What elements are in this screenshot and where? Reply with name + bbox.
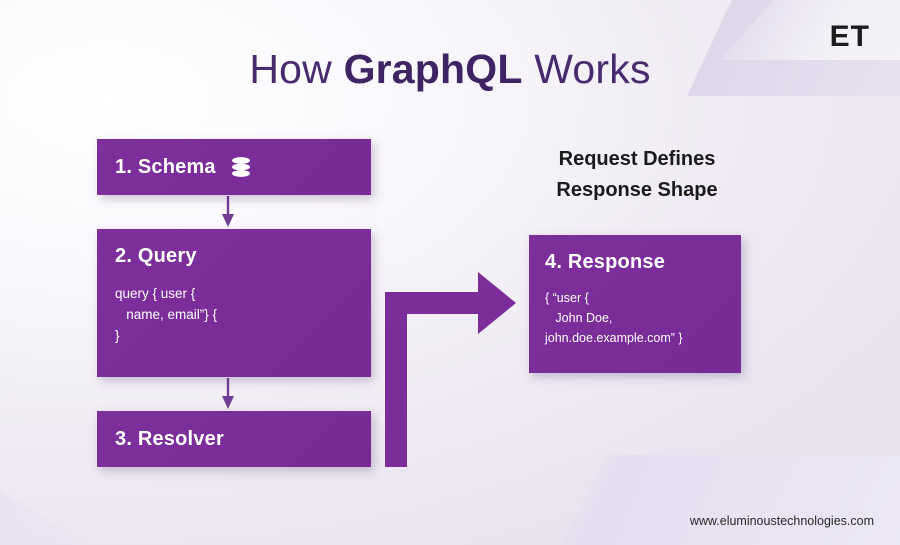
title-highlight: GraphQL: [343, 46, 523, 92]
brand-logo: ET: [829, 20, 870, 53]
node-resolver[interactable]: 3. Resolver: [97, 411, 371, 467]
caption-line-1: Request Defines: [558, 148, 716, 170]
title-prefix: How: [249, 46, 344, 92]
node-response-code: { “user { John Doe, john.doe.example.com…: [545, 291, 683, 345]
node-response[interactable]: 4. Response { “user { John Doe, john.doe…: [529, 235, 741, 373]
connector-query-to-resolver: [222, 378, 234, 409]
footer-website-url[interactable]: www.eluminoustechnologies.com: [689, 514, 874, 528]
node-query-title: 2. Query: [115, 245, 197, 267]
database-icon: [228, 154, 254, 180]
node-resolver-title: 3. Resolver: [115, 427, 224, 450]
node-query[interactable]: 2. Query query { user { name, email”} { …: [97, 229, 371, 377]
caption-request-defines-response-shape: Request Defines Response Shape: [512, 144, 762, 206]
decorative-corner-bottom-right: [560, 455, 900, 545]
node-query-code: query { user { name, email”} { }: [115, 286, 218, 343]
page-title: How GraphQL Works: [0, 46, 900, 93]
caption-line-2: Response Shape: [556, 179, 718, 201]
node-response-title: 4. Response: [545, 251, 666, 273]
title-suffix: Works: [522, 46, 651, 92]
node-schema-title: 1. Schema: [115, 155, 216, 178]
connector-schema-to-query: [222, 196, 234, 227]
node-schema[interactable]: 1. Schema: [97, 139, 371, 195]
connector-resolver-to-response: [385, 272, 516, 467]
